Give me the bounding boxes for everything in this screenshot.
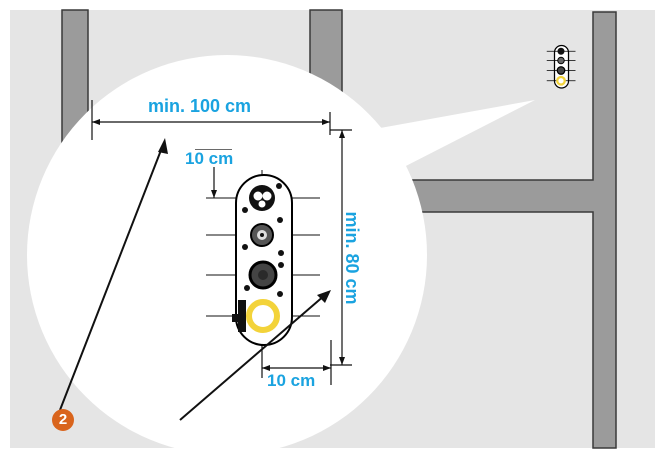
callout-leader-line	[59, 144, 164, 411]
wall-right-tee	[389, 11, 617, 449]
callout-arrowhead	[158, 138, 168, 154]
min-width-label: min. 100 cm	[145, 97, 255, 115]
dark-socket-icon	[248, 260, 278, 290]
socket-panel	[232, 174, 293, 346]
yellow-socket-icon	[246, 299, 280, 333]
panel-pointer-arrowhead	[317, 290, 331, 303]
callout-badge: 2	[52, 409, 74, 431]
magnifier-circle	[27, 55, 427, 450]
antenna-socket-icon	[250, 223, 274, 247]
top-offset-label: 10 cm	[183, 149, 236, 168]
side-offset-label: 10 cm	[265, 371, 318, 390]
zoom-wedge	[380, 100, 535, 170]
pointer-arrows	[59, 138, 331, 421]
speaker-socket-icon	[249, 185, 275, 211]
min-height-label: min. 80 cm	[342, 209, 362, 307]
panel-pointer-line	[179, 294, 326, 421]
small-socket-panel	[546, 44, 576, 89]
